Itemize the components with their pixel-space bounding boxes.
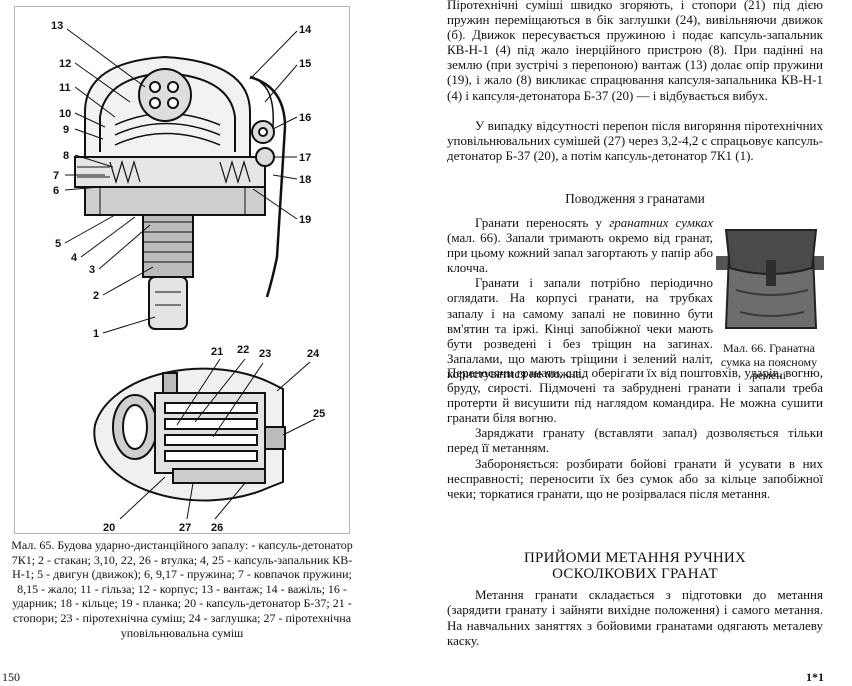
label-22: 22 <box>237 344 249 356</box>
paragraph-no-obstacle: У випадку відсутності перепон після виго… <box>447 118 823 163</box>
fuze-diagram-figure: 13 12 11 10 9 8 7 6 5 4 3 2 1 14 15 16 1… <box>14 6 350 534</box>
label-7: 7 <box>53 170 59 182</box>
label-4: 4 <box>71 252 78 264</box>
label-19: 19 <box>299 214 311 226</box>
throwing-section: Метання гранати складається з підготовки… <box>447 587 823 648</box>
label-9: 9 <box>63 124 69 136</box>
label-14: 14 <box>299 24 312 36</box>
label-2: 2 <box>93 290 99 302</box>
label-16: 16 <box>299 112 311 124</box>
paragraph-prohibited: Забороняється: розбирати бойові гранати … <box>447 455 823 501</box>
text-run: Гранати переносять у <box>475 215 610 230</box>
page-number-right: 1*1 <box>806 670 824 684</box>
paragraph-inspection: Гранати і запали потрібно періодично огл… <box>447 275 713 381</box>
label-18: 18 <box>299 174 311 186</box>
label-3: 3 <box>89 264 95 276</box>
label-24: 24 <box>307 348 320 360</box>
label-20: 20 <box>103 522 115 534</box>
paragraph-throwing: Метання гранати складається з підготовки… <box>447 587 823 648</box>
handling-continued: Переносячи гранати, слід оберігати їх ві… <box>447 365 823 501</box>
paragraph-loading: Заряджати гранату (вставляти запал) дозв… <box>447 425 823 456</box>
heading-line-2: ОСКОЛКОВИХ ГРАНАТ <box>552 566 718 582</box>
label-8: 8 <box>63 150 69 162</box>
photo-caption: Мал. 66. Гранатна сумка на поясному реме… <box>720 341 818 382</box>
label-1: 1 <box>93 328 99 340</box>
paragraph-grenade-carry: Гранати переносять у гранатних сумках (м… <box>447 215 713 275</box>
grenade-bag-photo <box>716 220 824 338</box>
paragraph-text: Переносячи гранати, слід оберігати їх ві… <box>447 365 824 426</box>
label-15: 15 <box>299 58 311 70</box>
label-5: 5 <box>55 238 61 250</box>
paragraph-text: У випадку відсутності перепон після виго… <box>447 118 823 164</box>
label-10: 10 <box>59 108 71 120</box>
label-27: 27 <box>179 522 191 534</box>
label-21: 21 <box>211 346 223 358</box>
chapter-heading: ПРИЙОМИ МЕТАННЯ РУЧНИХ ОСКОЛКОВИХ ГРАНАТ <box>447 550 823 582</box>
label-17: 17 <box>299 152 311 164</box>
heading-line-1: ПРИЙОМИ МЕТАННЯ РУЧНИХ <box>524 550 746 566</box>
paragraph-mechanism: Піротехнічні суміші швидко згоряють, і с… <box>447 0 823 103</box>
grenade-bag-image <box>716 229 824 329</box>
section-title: Поводження з гранатами <box>565 191 705 206</box>
label-6: 6 <box>53 185 59 197</box>
paragraph-text: Піротехнічні суміші швидко згоряють, і с… <box>447 0 823 103</box>
handling-section: Гранати переносять у гранатних сумках (м… <box>447 215 713 381</box>
text-run: (мал. 66). Запали тримають окремо від гр… <box>447 230 713 276</box>
italic-term: гранатних сумках <box>609 215 713 230</box>
figure-caption: Мал. 65. Будова ударно-дистанційного зап… <box>11 538 353 640</box>
label-25: 25 <box>313 408 325 420</box>
label-11: 11 <box>59 82 71 94</box>
label-26: 26 <box>211 522 223 534</box>
page-number-left: 150 <box>2 670 20 684</box>
label-13: 13 <box>51 20 63 32</box>
fuze-diagram: 13 12 11 10 9 8 7 6 5 4 3 2 1 14 15 16 1… <box>51 20 325 534</box>
label-23: 23 <box>259 348 271 360</box>
label-12: 12 <box>59 58 71 70</box>
